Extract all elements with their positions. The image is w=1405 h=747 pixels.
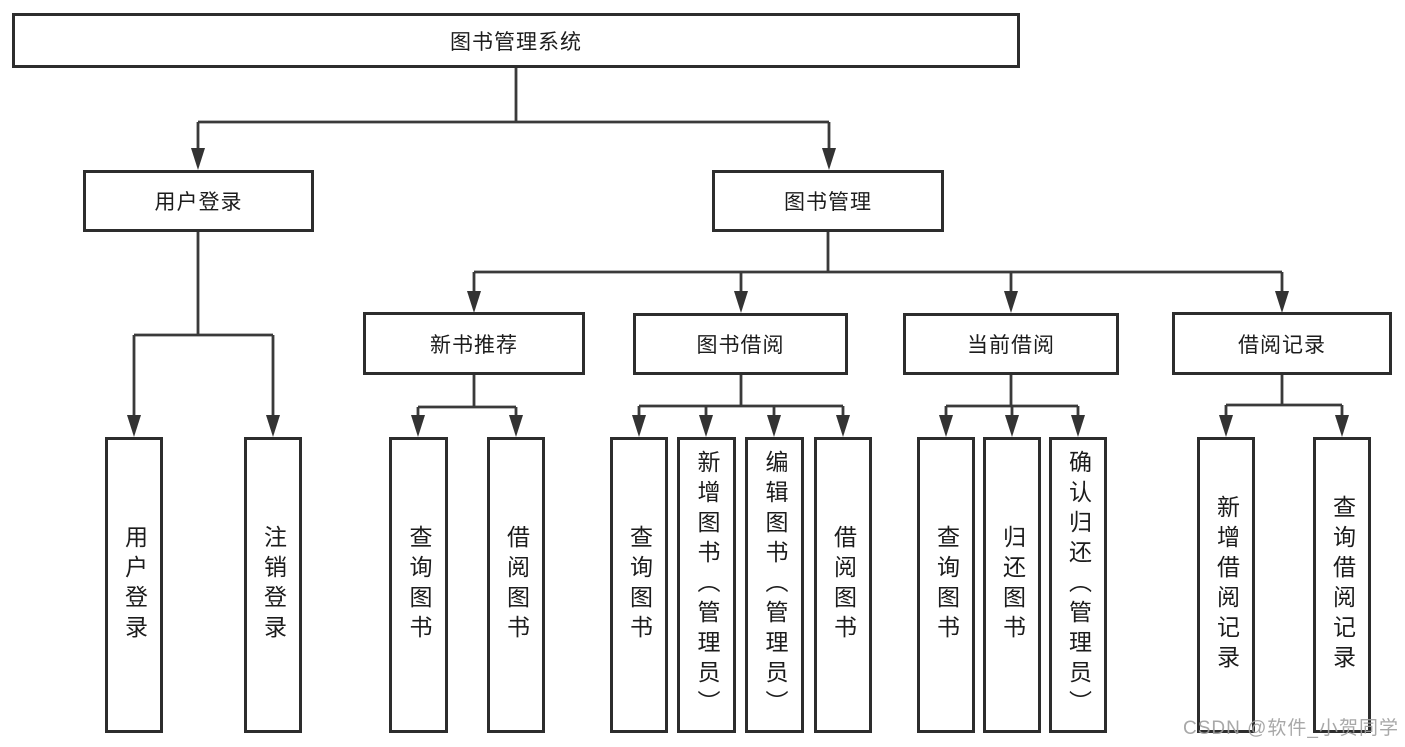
leaf-edit-books-admin-label: 编辑图书（管理员） <box>762 450 788 720</box>
leaf-confirm-return-admin-label: 确认归还（管理员） <box>1065 450 1092 720</box>
leaf-user-login: 用户登录 <box>105 437 163 733</box>
csdn-watermark: CSDN @软件_小贺同学 <box>1183 718 1399 739</box>
leaf-add-borrow-record-label: 新增借阅记录 <box>1213 495 1240 675</box>
leaf-query-books-1-label: 查询图书 <box>406 525 432 645</box>
node-book-management: 图书管理 <box>712 170 944 232</box>
leaf-add-books-admin-label: 新增图书（管理员） <box>694 450 720 720</box>
node-new-book-recommend: 新书推荐 <box>363 312 585 375</box>
leaf-borrow-books-1: 借阅图书 <box>487 437 545 733</box>
node-user-login: 用户登录 <box>83 170 314 232</box>
leaf-query-books-1: 查询图书 <box>389 437 448 733</box>
node-user-login-label: 用户登录 <box>154 191 243 214</box>
leaf-edit-books-admin: 编辑图书（管理员） <box>745 437 804 733</box>
leaf-query-books-3: 查询图书 <box>917 437 975 733</box>
leaf-borrow-books-2-label: 借阅图书 <box>830 525 857 645</box>
leaf-add-books-admin: 新增图书（管理员） <box>677 437 736 733</box>
node-borrow-records-label: 借阅记录 <box>1238 333 1326 357</box>
leaf-query-books-2: 查询图书 <box>610 437 668 733</box>
node-root-label: 图书管理系统 <box>450 30 582 54</box>
leaf-query-books-3-label: 查询图书 <box>933 525 960 645</box>
node-current-borrow: 当前借阅 <box>903 313 1119 375</box>
node-new-book-recommend-label: 新书推荐 <box>430 333 518 357</box>
leaf-logout: 注销登录 <box>244 437 302 733</box>
leaf-query-borrow-record: 查询借阅记录 <box>1313 437 1371 733</box>
leaf-user-login-label: 用户登录 <box>121 525 148 645</box>
node-current-borrow-label: 当前借阅 <box>967 334 1055 357</box>
leaf-query-borrow-record-label: 查询借阅记录 <box>1329 495 1356 675</box>
leaf-logout-label: 注销登录 <box>260 525 287 645</box>
leaf-return-books: 归还图书 <box>983 437 1041 733</box>
leaf-query-books-2-label: 查询图书 <box>626 525 653 645</box>
leaf-borrow-books-2: 借阅图书 <box>814 437 872 733</box>
node-borrow-records: 借阅记录 <box>1172 312 1392 375</box>
node-book-management-label: 图书管理 <box>784 191 872 214</box>
leaf-return-books-label: 归还图书 <box>999 525 1026 645</box>
leaf-borrow-books-1-label: 借阅图书 <box>503 525 530 645</box>
leaf-confirm-return-admin: 确认归还（管理员） <box>1049 437 1107 733</box>
node-root: 图书管理系统 <box>12 13 1020 68</box>
leaf-add-borrow-record: 新增借阅记录 <box>1197 437 1255 733</box>
node-book-borrow-label: 图书借阅 <box>696 334 785 357</box>
node-book-borrow: 图书借阅 <box>633 313 848 375</box>
